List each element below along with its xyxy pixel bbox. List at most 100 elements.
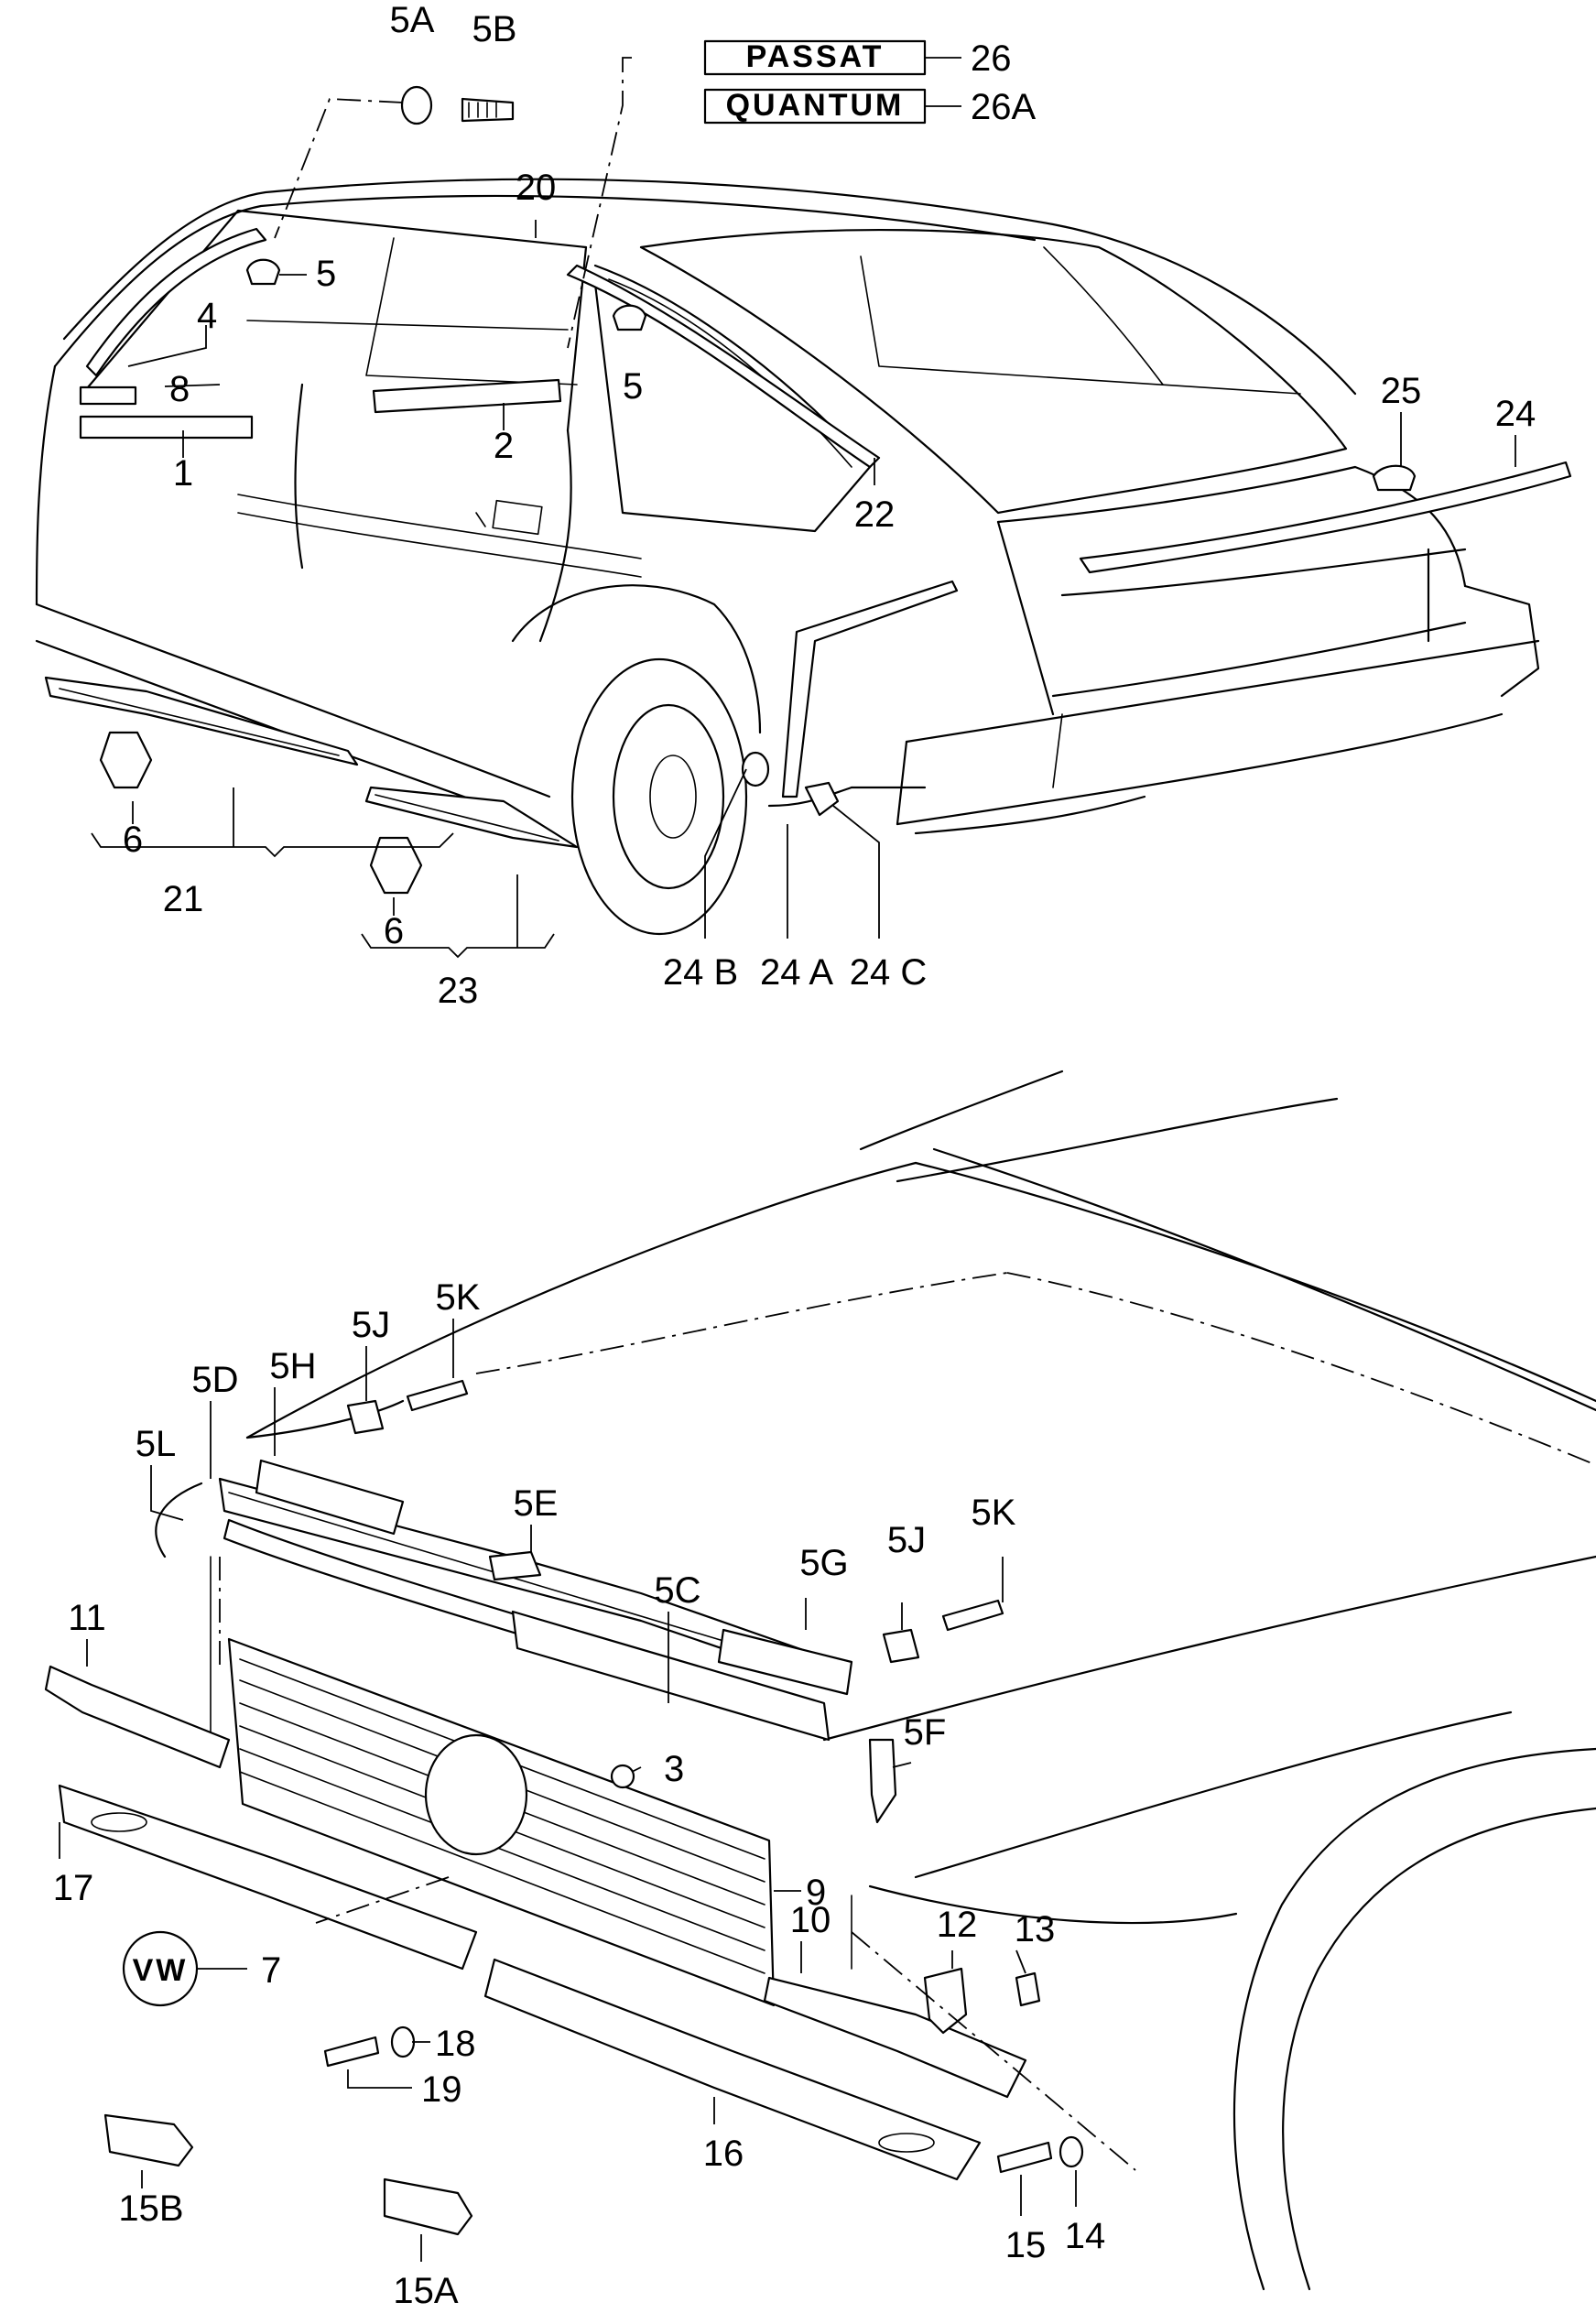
callout-5K-right: 5K	[972, 1493, 1016, 1533]
callout-14: 14	[1065, 2216, 1106, 2256]
bracket-5H	[255, 1459, 405, 1536]
callout-5E: 5E	[514, 1483, 559, 1524]
callout-3: 3	[664, 1749, 684, 1789]
bracket-5G	[717, 1628, 853, 1696]
callout-13: 13	[1015, 1909, 1056, 1949]
washer-5A	[400, 85, 433, 125]
callout-5J-right: 5J	[887, 1520, 926, 1560]
windshield-molding-4	[85, 227, 267, 377]
quantum-badge	[703, 88, 927, 125]
fasteners-top	[99, 85, 1417, 895]
callout-labels: 5A 5B 26 26A 20 5 4 5 8 1 2 22 25 24 6 2…	[53, 0, 1536, 2311]
quarter-molding-22	[566, 264, 881, 469]
side-trim-10	[763, 1976, 1027, 2099]
passat-badge-text: PASSAT	[746, 39, 885, 74]
callout-15A: 15A	[393, 2271, 458, 2311]
callout-16: 16	[703, 2134, 744, 2174]
callout-11: 11	[68, 1598, 106, 1638]
sill-panel-21	[44, 676, 359, 766]
callout-10: 10	[790, 1900, 831, 1940]
cap-15B	[103, 2113, 194, 2167]
clip-5E	[488, 1550, 542, 1581]
callout-5H: 5H	[269, 1346, 316, 1386]
screw-5K-top	[406, 1379, 469, 1412]
callout-24A: 24 A	[760, 952, 833, 993]
callout-25: 25	[1381, 371, 1422, 411]
rear-car-outline	[35, 178, 1540, 936]
side-trim-11	[44, 1665, 231, 1769]
pin-5F	[868, 1738, 897, 1824]
callout-24C: 24 C	[850, 952, 928, 993]
rear-trim-24A	[781, 580, 959, 798]
callout-26: 26	[971, 38, 1012, 79]
clip-5J-right	[882, 1628, 920, 1664]
callout-5F: 5F	[904, 1712, 947, 1753]
callout-24B: 24 B	[663, 952, 738, 993]
side-sills	[44, 676, 579, 849]
lower-grille-16	[483, 1958, 982, 2181]
callout-5D: 5D	[191, 1360, 238, 1400]
callout-15B: 15B	[118, 2188, 183, 2229]
callout-20: 20	[516, 168, 557, 208]
callout-6-left: 6	[123, 820, 143, 860]
lower-grille-17	[58, 1784, 478, 1971]
quantum-badge-text: QUANTUM	[726, 88, 905, 123]
callout-5A: 5A	[390, 0, 435, 40]
callout-1: 1	[173, 453, 193, 494]
clip-5-roof	[245, 258, 281, 286]
trim-strip-8	[79, 386, 137, 406]
callout-5-top: 5	[316, 254, 336, 294]
callout-5K-top: 5K	[436, 1277, 481, 1318]
callout-26A: 26A	[971, 87, 1036, 127]
callout-19: 19	[421, 2069, 462, 2110]
callout-7: 7	[261, 1950, 281, 1991]
screw-5K-right	[941, 1599, 1004, 1632]
callout-5L: 5L	[136, 1424, 177, 1464]
callout-22: 22	[854, 494, 896, 535]
leader-lines-top	[91, 57, 1516, 959]
grille-emblem-mount	[424, 1733, 528, 1856]
clip-24C	[804, 781, 840, 817]
front-car-outline	[155, 1070, 1596, 2291]
callout-21: 21	[163, 879, 204, 919]
callout-12: 12	[937, 1905, 978, 1945]
clip-5J-top	[346, 1399, 385, 1435]
callout-5-pillar: 5	[623, 366, 643, 407]
clip-24B	[741, 751, 770, 787]
vw-emblem-text: VW	[133, 1953, 189, 1988]
callout-17: 17	[53, 1868, 94, 1908]
cap-15A	[383, 2177, 473, 2236]
trim-5C	[511, 1610, 831, 1742]
clip-13	[1015, 1971, 1041, 2007]
callout-23: 23	[438, 971, 479, 1011]
washer-18	[390, 2025, 416, 2058]
callout-5B: 5B	[472, 9, 517, 49]
callout-15: 15	[1005, 2225, 1047, 2265]
nut-3	[610, 1764, 635, 1789]
callout-4: 4	[197, 296, 217, 336]
leader-lines-bottom	[59, 1319, 1136, 2262]
bracket-12	[923, 1967, 968, 2035]
callout-18: 18	[435, 2024, 476, 2064]
callout-24: 24	[1495, 394, 1536, 434]
callout-2: 2	[494, 426, 514, 466]
door-molding-1	[79, 415, 254, 440]
callout-8: 8	[169, 369, 190, 409]
clip-25	[1372, 464, 1417, 492]
callout-9: 9	[806, 1873, 826, 1913]
callout-5J-top: 5J	[352, 1305, 390, 1345]
callout-5G: 5G	[799, 1543, 848, 1583]
screw-19	[323, 2036, 380, 2068]
passat-badge	[703, 39, 927, 76]
clip-6-right	[369, 836, 423, 895]
clip-6-left	[99, 731, 153, 789]
screw-15	[996, 2141, 1053, 2174]
badges: PASSAT QUANTUM	[703, 39, 927, 125]
door-molding-2	[372, 378, 562, 414]
clip-5-pillar	[612, 304, 647, 331]
hood-lines	[475, 1272, 1596, 1466]
rear-spoiler-24	[1079, 461, 1572, 574]
grille-parts: VW	[44, 1379, 1084, 2236]
